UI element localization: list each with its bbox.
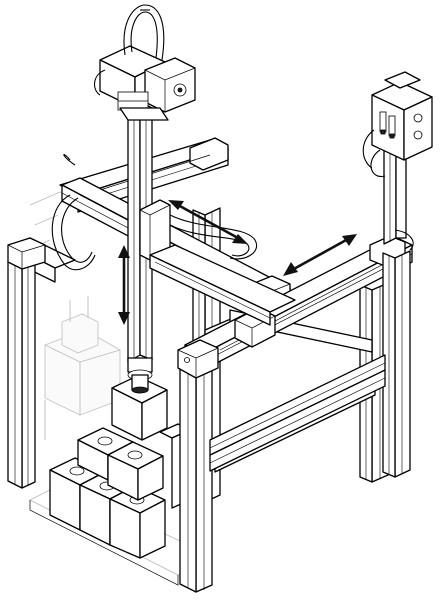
- front-cross-beam: [209, 354, 386, 472]
- x-arrow-head-a: [168, 200, 184, 210]
- frame-leg-front-left: [7, 237, 46, 489]
- cable-drag-chains: [51, 154, 414, 271]
- servo-motor-head: [94, 4, 196, 121]
- z-axis-column: [127, 101, 171, 394]
- z-arrow-head-b: [118, 312, 130, 325]
- y-arrow-head-a: [283, 262, 298, 276]
- frame-leg-right: [382, 250, 411, 478]
- y-arrow-head-b: [342, 234, 357, 246]
- z-arrow-head-a: [118, 245, 130, 258]
- frame-leg-front-right: [177, 339, 219, 593]
- control-box: [362, 71, 433, 177]
- y-axis-connector-beam: [149, 244, 296, 326]
- x-arrow-head-b: [232, 234, 248, 244]
- y-axis-arrow: [291, 237, 349, 272]
- ghost-gripper: [27, 191, 121, 440]
- motion-arrows: [118, 200, 357, 325]
- x-axis-arrow: [177, 203, 239, 240]
